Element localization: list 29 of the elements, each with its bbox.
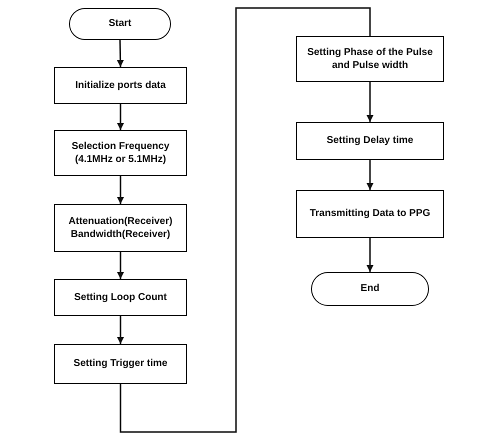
node-label: Start [108,17,132,31]
process-box [296,36,444,82]
node-label: Transmitting Data to PPG [310,207,430,221]
process-box [54,279,187,316]
node-label: Setting Loop Count [74,290,167,304]
terminal-box [311,272,429,306]
process-box [296,122,444,160]
arrow [117,252,124,279]
process-box [54,204,187,252]
node-label: Selection Frequency (4.1MHz or 5.1MHz) [70,140,170,166]
arrow [117,176,124,204]
connector-line [120,7,371,433]
node-label: Initialize ports data [75,78,166,92]
node-label: Attenuation(Receiver) Bandwidth(Receiver) [68,214,174,242]
terminal-box [69,8,171,40]
arrow [366,82,374,122]
process-box [54,130,187,176]
process-box [296,190,444,238]
arrow [366,160,374,190]
node-label: Setting Phase of the Pulse and Pulse width [306,46,434,72]
node-label: Setting Trigger time [74,357,168,371]
arrow [116,40,124,68]
node-label: End [360,282,380,296]
arrow [117,104,124,130]
arrow [366,238,374,272]
process-box [54,344,187,384]
arrow [117,316,124,344]
node-label: Setting Delay time [326,134,414,148]
process-box [54,67,187,104]
